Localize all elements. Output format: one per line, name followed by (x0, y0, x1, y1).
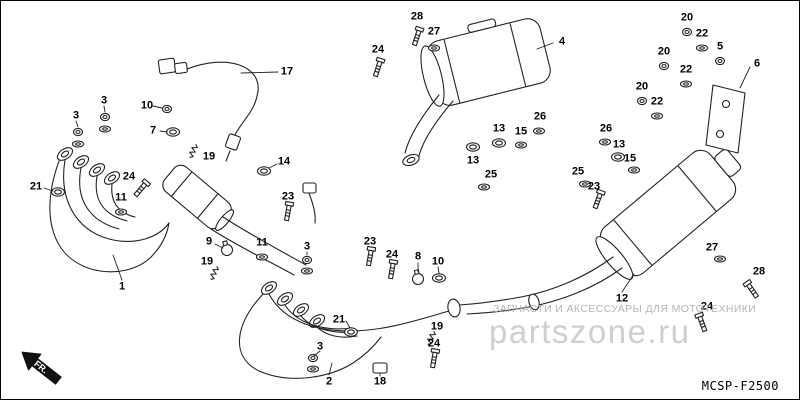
part-callout-20: 20 (657, 45, 671, 58)
part-callout-14: 14 (277, 155, 291, 168)
part-callout-10: 10 (140, 99, 154, 112)
part-callout-1: 1 (118, 280, 126, 293)
part-callout-3: 3 (316, 340, 324, 353)
part-callout-28: 28 (752, 265, 766, 278)
oxygen-sensor-cable (157, 57, 259, 162)
part-callout-8: 8 (414, 250, 422, 263)
part-callout-19: 19 (200, 255, 214, 268)
part-callout-3: 3 (100, 94, 108, 107)
part-callout-23: 23 (587, 180, 601, 193)
part-callout-26: 26 (599, 122, 613, 135)
part-callout-15: 15 (623, 152, 637, 165)
part-callout-24: 24 (385, 248, 399, 261)
part-callout-4: 4 (558, 35, 566, 48)
part-callout-24: 24 (427, 337, 441, 350)
part-callout-7: 7 (149, 124, 157, 137)
muffler-right (595, 148, 742, 280)
part-callout-22: 22 (679, 63, 693, 76)
part-callout-2: 2 (325, 375, 333, 388)
part-callout-15: 15 (514, 125, 528, 138)
part-callout-21: 21 (332, 313, 346, 326)
part-callout-25: 25 (484, 168, 498, 181)
part-callout-20: 20 (680, 11, 694, 24)
part-callout-24: 24 (371, 43, 385, 56)
diagram-code: MCSP-F2500 (701, 379, 779, 393)
part-callout-17: 17 (280, 65, 294, 78)
watermark-text: ЗАПЧАСТИ И АКСЕССУАРЫ ДЛЯ МОТОТЕХНИКИ (493, 303, 757, 315)
sensor-connector-2 (302, 182, 317, 224)
part-callout-13: 13 (492, 122, 506, 135)
exhaust-joint-chamber (162, 164, 235, 231)
part-callout-12: 12 (615, 292, 629, 305)
part-callout-23: 23 (281, 190, 295, 203)
joint-outlet-pipe (222, 216, 307, 266)
part-callout-9: 9 (205, 235, 213, 248)
bracket (705, 84, 746, 154)
part-callout-19: 19 (202, 150, 216, 163)
part-callout-6: 6 (753, 57, 761, 70)
part-callout-13: 13 (612, 138, 626, 151)
part-callout-22: 22 (650, 95, 664, 108)
watermark-site: partszone.ru (489, 313, 691, 350)
part-callout-10: 10 (431, 255, 445, 268)
part-callout-18: 18 (373, 375, 387, 388)
rubber-mount (372, 362, 388, 374)
part-callout-20: 20 (635, 80, 649, 93)
leader-lines (43, 42, 751, 377)
joint-outlet-pipe-2 (210, 228, 295, 276)
part-callout-21: 21 (29, 180, 43, 193)
part-callout-11: 11 (256, 236, 268, 249)
part-callout-13: 13 (466, 154, 480, 167)
part-callout-24: 24 (122, 170, 136, 183)
part-callout-3: 3 (303, 240, 311, 253)
part-callout-28: 28 (410, 10, 424, 23)
part-callout-27: 27 (705, 241, 719, 254)
part-callout-19: 19 (430, 320, 444, 333)
part-callout-27: 27 (427, 25, 441, 38)
part-callout-23: 23 (363, 235, 377, 248)
part-callout-5: 5 (716, 40, 724, 53)
part-callout-24: 24 (700, 300, 714, 313)
part-callout-25: 25 (571, 165, 585, 178)
muffler-right-inlet-pipe (458, 256, 623, 315)
part-callout-11: 11 (115, 191, 127, 204)
muffler-top-inlet-pipe (400, 94, 454, 169)
fr-direction-arrow (21, 351, 62, 385)
muffler-top (420, 18, 551, 107)
part-callout-26: 26 (533, 110, 547, 123)
part-callout-22: 22 (695, 27, 709, 40)
part-callout-3: 3 (72, 109, 80, 122)
exhaust-pipe-assembly-left (49, 144, 170, 273)
